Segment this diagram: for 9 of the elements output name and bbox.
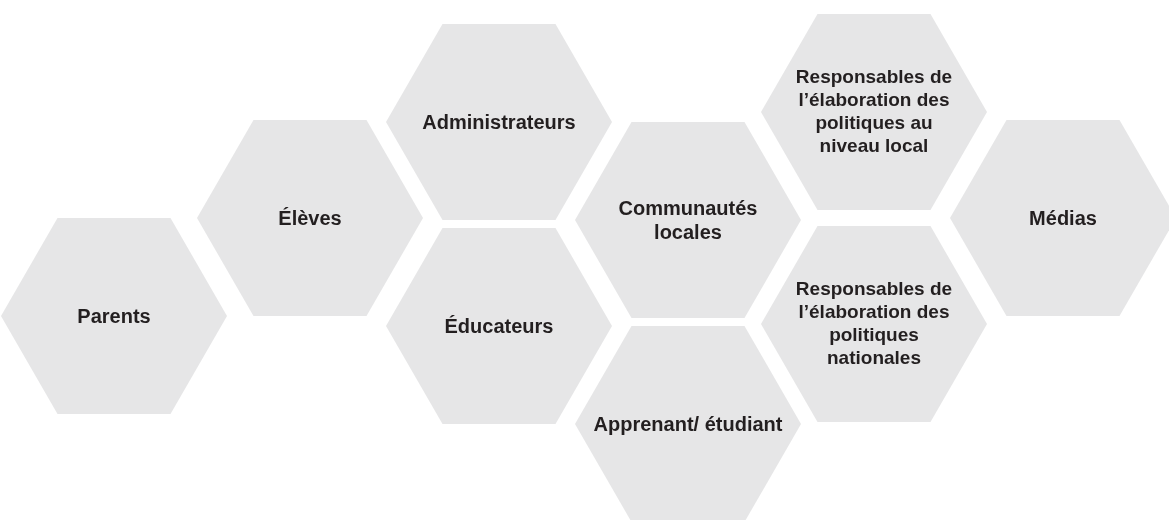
node-label: Médias [1029, 206, 1097, 230]
node-label: Apprenant/ étudiant [593, 412, 783, 436]
node-label: Éducateurs [444, 314, 554, 338]
node-label: Responsables de l’élaboration des politiques nationales [794, 278, 954, 370]
node-label: Élèves [278, 206, 342, 230]
node-label: Parents [77, 304, 151, 328]
node-label: Responsables de l’élaboration des politiques au niveau local [794, 66, 954, 158]
node-label: Communautés locales [617, 196, 759, 244]
node-label: Administrateurs [422, 110, 576, 134]
